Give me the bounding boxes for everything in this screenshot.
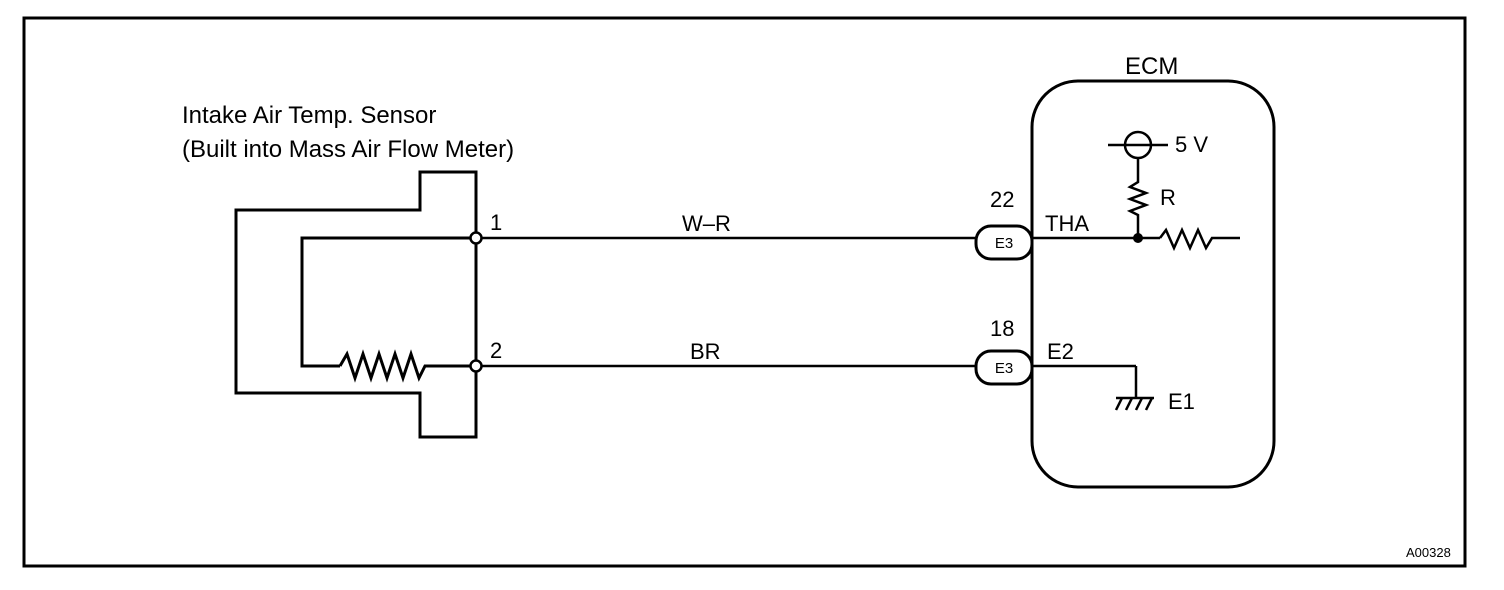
ecm-box bbox=[1030, 79, 1276, 489]
connector-e3-lower: E3 bbox=[974, 349, 1034, 386]
sensor-pin2-terminal bbox=[469, 359, 483, 373]
tha-junction-dot bbox=[1133, 233, 1143, 243]
sensor-title-line1: Intake Air Temp. Sensor bbox=[182, 102, 436, 129]
connector-e3-lower-label: E3 bbox=[995, 360, 1013, 377]
wire-br-label: BR bbox=[690, 339, 721, 364]
e2-label: E2 bbox=[1047, 339, 1074, 364]
ecm-title: ECM bbox=[1125, 53, 1178, 80]
supply-symbol bbox=[1108, 130, 1168, 160]
wire-w-r-label: W–R bbox=[682, 211, 731, 236]
e1-label: E1 bbox=[1168, 389, 1195, 414]
sensor-pin1-label: 1 bbox=[490, 210, 502, 235]
connector-e3-upper: E3 bbox=[974, 224, 1034, 261]
connector-e3-upper-label: E3 bbox=[995, 235, 1013, 252]
thermistor-symbol bbox=[338, 349, 470, 383]
figure-code: A00328 bbox=[1406, 545, 1451, 560]
diagram-frame bbox=[22, 16, 1467, 568]
sensor-pin2-label: 2 bbox=[490, 338, 502, 363]
sensor-housing bbox=[234, 170, 483, 439]
supply-voltage-label: 5 V bbox=[1175, 132, 1208, 157]
ground-symbol bbox=[1114, 396, 1154, 411]
resistor-label: R bbox=[1160, 185, 1176, 210]
connector-upper-pin: 22 bbox=[990, 187, 1014, 212]
pullup-resistor-symbol bbox=[1126, 158, 1150, 238]
internal-resistor-symbol bbox=[1159, 226, 1240, 252]
connector-lower-pin: 18 bbox=[990, 316, 1014, 341]
tha-label: THA bbox=[1045, 211, 1089, 236]
sensor-title-line2: (Built into Mass Air Flow Meter) bbox=[182, 136, 514, 163]
sensor-pin1-terminal bbox=[469, 231, 483, 245]
